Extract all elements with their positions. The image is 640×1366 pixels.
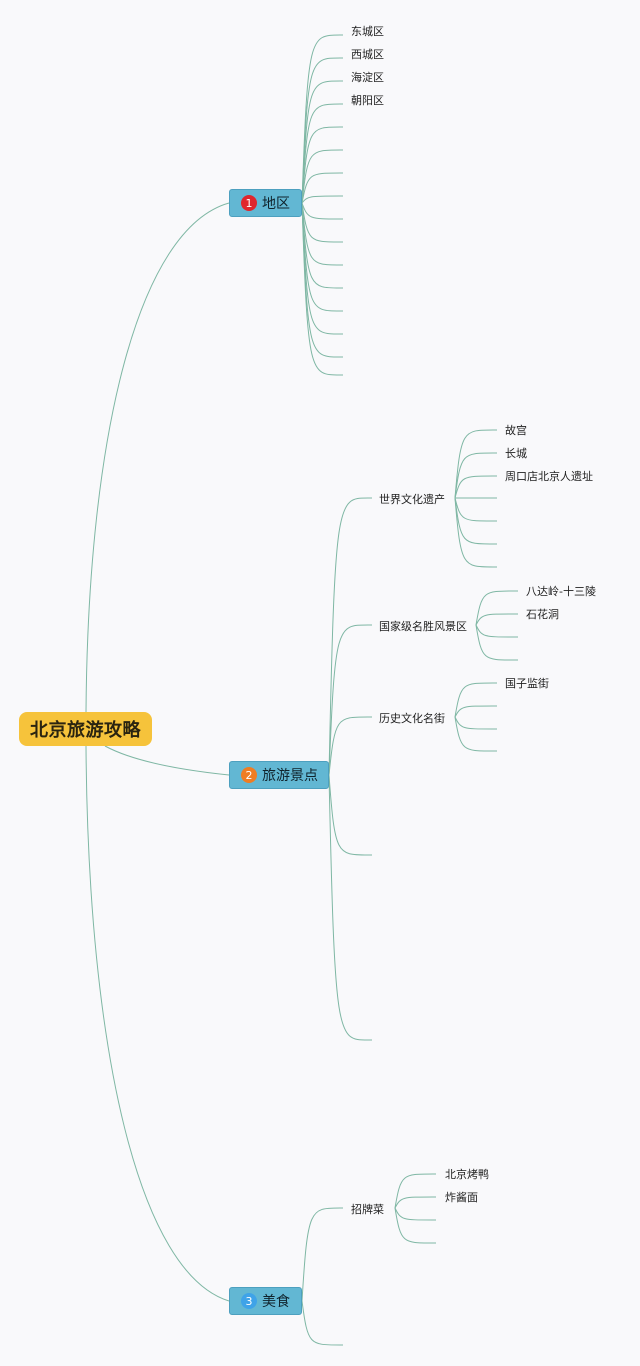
region-dongcheng[interactable]: 东城区 xyxy=(351,25,384,38)
connector-attractions-topic xyxy=(328,624,372,776)
connector-attractions-topic xyxy=(328,497,372,776)
connector-scenic-leaf xyxy=(475,613,518,626)
connector-region-leaf xyxy=(301,202,343,243)
connector-region-leaf xyxy=(301,202,343,220)
connector-region-leaf xyxy=(301,202,343,266)
branch-region-label: 地区 xyxy=(262,196,290,212)
connector-attractions-topic xyxy=(328,716,372,776)
street-guozijian[interactable]: 国子监街 xyxy=(505,677,549,690)
scenic-shihua-cave[interactable]: 石花洞 xyxy=(526,608,559,621)
root-topic[interactable]: 北京旅游攻略 xyxy=(19,712,152,746)
scenic-badaling[interactable]: 八达岭-十三陵 xyxy=(526,585,596,598)
connector-heritage-leaf xyxy=(454,475,497,499)
connector-dish-leaf xyxy=(394,1196,436,1209)
connector-heritage-leaf xyxy=(454,497,497,545)
connector-street-leaf xyxy=(454,682,497,718)
branch-attractions[interactable]: 2 旅游景点 xyxy=(229,761,329,789)
connector-root-region xyxy=(85,202,230,713)
heritage-great-wall[interactable]: 长城 xyxy=(505,447,527,460)
topic-historic-streets[interactable]: 历史文化名街 xyxy=(379,712,445,725)
connector-root-attractions xyxy=(104,745,230,776)
connector-attractions-topic xyxy=(328,774,372,1041)
number-2-icon: 2 xyxy=(241,767,257,783)
dish-zhajiang-noodles[interactable]: 炸酱面 xyxy=(445,1191,478,1204)
connector-heritage-leaf xyxy=(454,429,497,499)
topic-signature-dishes[interactable]: 招牌菜 xyxy=(351,1203,384,1216)
connector-heritage-leaf xyxy=(454,452,497,499)
connector-scenic-leaf xyxy=(475,624,518,638)
region-chaoyang[interactable]: 朝阳区 xyxy=(351,94,384,107)
connector-street-leaf xyxy=(454,705,497,718)
connector-region-leaf xyxy=(301,202,343,376)
branch-region[interactable]: 1 地区 xyxy=(229,189,302,217)
connector-region-leaf xyxy=(301,80,343,204)
connector-root-food xyxy=(85,745,230,1302)
connector-dish-leaf xyxy=(394,1173,436,1209)
connector-heritage-leaf xyxy=(454,497,497,568)
connector-region-leaf xyxy=(301,126,343,204)
branch-attractions-label: 旅游景点 xyxy=(262,768,318,784)
connector-dish-leaf xyxy=(394,1207,436,1221)
region-haidian[interactable]: 海淀区 xyxy=(351,71,384,84)
connector-scenic-leaf xyxy=(475,590,518,626)
heritage-forbidden-city[interactable]: 故宫 xyxy=(505,424,527,437)
branch-food[interactable]: 3 美食 xyxy=(229,1287,302,1315)
dish-peking-duck[interactable]: 北京烤鸭 xyxy=(445,1168,489,1181)
branch-food-label: 美食 xyxy=(262,1294,290,1310)
topic-world-heritage[interactable]: 世界文化遗产 xyxy=(379,493,445,506)
heritage-zhoukoudian[interactable]: 周口店北京人遗址 xyxy=(505,470,593,483)
topic-national-scenic[interactable]: 国家级名胜风景区 xyxy=(379,620,467,633)
connector-scenic-leaf xyxy=(475,624,518,661)
connector-attractions-topic xyxy=(328,774,372,856)
connector-region-leaf xyxy=(301,149,343,204)
root-topic-label: 北京旅游攻略 xyxy=(30,720,141,741)
connector-dish-leaf xyxy=(394,1207,436,1244)
number-1-icon: 1 xyxy=(241,195,257,211)
connector-region-leaf xyxy=(301,202,343,289)
connector-food-topic xyxy=(301,1207,343,1302)
connector-region-leaf xyxy=(301,195,343,204)
region-xicheng[interactable]: 西城区 xyxy=(351,48,384,61)
connector-street-leaf xyxy=(454,716,497,752)
connector-food-leaf xyxy=(301,1300,343,1346)
connector-region-leaf xyxy=(301,172,343,204)
connector-heritage-leaf xyxy=(454,497,497,522)
connector-street-leaf xyxy=(454,716,497,730)
connector-lines xyxy=(85,34,518,1346)
number-3-icon: 3 xyxy=(241,1293,257,1309)
connector-region-leaf xyxy=(301,103,343,204)
